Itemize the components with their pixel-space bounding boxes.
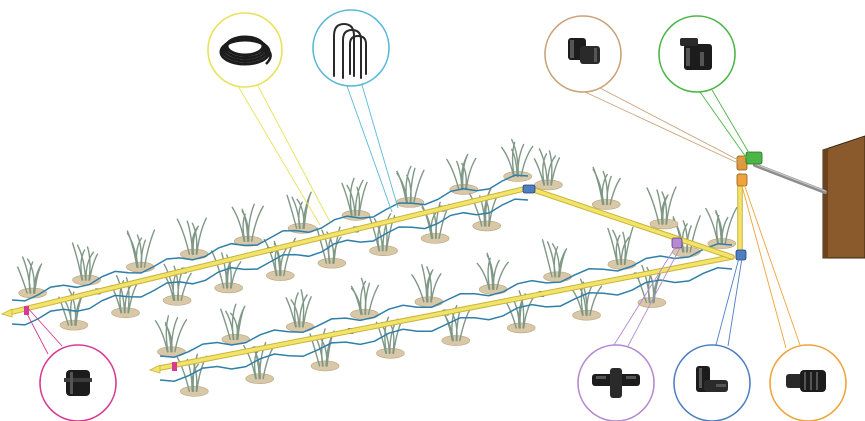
plant [286, 191, 317, 234]
drip-line [159, 243, 733, 358]
plant [500, 138, 534, 182]
plant [350, 277, 380, 320]
plant [395, 165, 425, 208]
end-cap-marker [172, 362, 177, 371]
drip-line [159, 267, 733, 382]
supply-hose [753, 163, 827, 194]
callout-end-cap [39, 344, 117, 421]
wall-panel [822, 135, 865, 259]
callout-leaders [23, 84, 801, 355]
elbow-connector-icon [696, 366, 728, 392]
ball-valve-icon [680, 38, 712, 70]
callout-hose-adapter [769, 344, 847, 421]
black-tubing-coil-icon [219, 35, 272, 66]
plant [285, 289, 315, 333]
tee-connector-icon [592, 368, 640, 398]
plant [705, 206, 738, 249]
plant [211, 250, 244, 294]
plant [607, 226, 637, 270]
stake-pins-icon [333, 22, 367, 79]
plant [646, 186, 679, 230]
drip-line [11, 174, 529, 302]
plant-bed [16, 138, 738, 397]
callout-ball-valve [658, 15, 736, 93]
callout-elbow-adapter [544, 15, 622, 93]
drip-line [11, 198, 529, 326]
callout-tee-connector [577, 344, 655, 421]
plant [126, 229, 156, 273]
callout-stake-pins [312, 9, 390, 87]
callout-tubing-coil [207, 12, 283, 88]
lower-lateral-pipe [158, 255, 734, 370]
plant [341, 177, 371, 221]
upper-lateral-pipe [10, 186, 530, 314]
end-cap-marker [24, 306, 29, 315]
plant [16, 256, 47, 299]
plant [541, 239, 572, 283]
plant [591, 166, 621, 210]
hose-adapter-icon [786, 370, 826, 392]
plant [176, 217, 209, 260]
plant [476, 252, 509, 295]
elbow-adapter-icon [568, 38, 600, 64]
plant [71, 242, 101, 286]
plant [533, 148, 563, 191]
plant [154, 315, 188, 358]
callout-elbow-connector [673, 344, 751, 421]
plant [411, 264, 444, 308]
lateral-pipe-network [0, 173, 743, 374]
plant [441, 304, 471, 346]
plant [231, 203, 264, 247]
header-pipe [526, 186, 734, 259]
end-cap-icon [64, 370, 92, 396]
plant [220, 303, 251, 345]
